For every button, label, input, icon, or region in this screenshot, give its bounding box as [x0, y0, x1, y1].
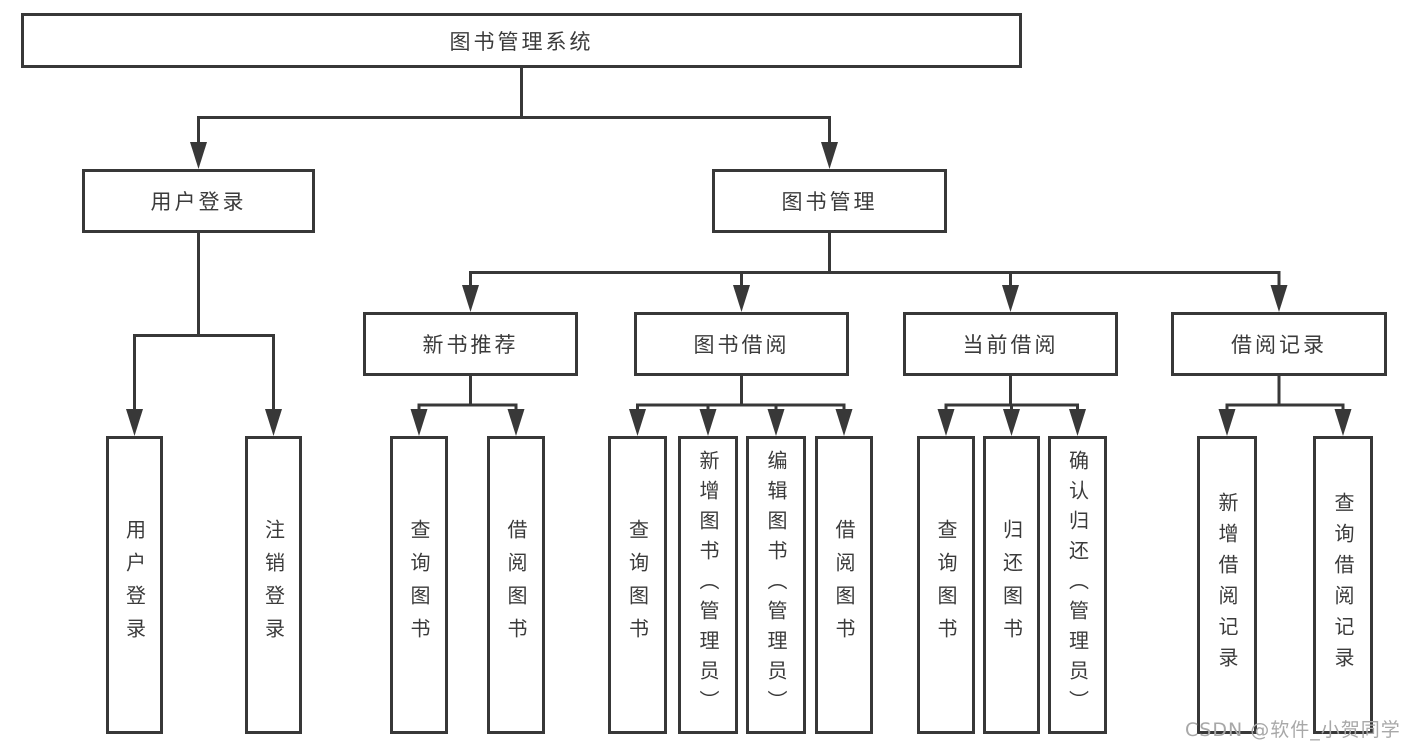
node-label: 用户登录 — [150, 190, 247, 214]
leaf-label: 查询图书 — [934, 519, 958, 651]
leaf-user-login: 用户登录 — [106, 436, 163, 734]
leaf-query-borrow-record: 查询借阅记录 — [1313, 436, 1373, 734]
node-book-borrowing: 图书借阅 — [634, 312, 849, 376]
connector-user-login-to-leaves — [126, 233, 282, 436]
connector-book-borrow-to-leaves — [629, 376, 853, 436]
connector-root-to-level2 — [190, 68, 838, 169]
leaf-label: 借阅图书 — [832, 519, 856, 651]
leaf-label: 借阅图书 — [504, 519, 528, 651]
node-library-management-system: 图书管理系统 — [21, 13, 1022, 68]
leaf-return-books: 归还图书 — [983, 436, 1040, 734]
leaf-label: 查询借阅记录 — [1331, 492, 1355, 678]
leaf-label: 归还图书 — [999, 519, 1024, 651]
leaf-label: 查询图书 — [407, 519, 431, 651]
leaf-query-books-3: 查询图书 — [917, 436, 975, 734]
leaf-label: 用户登录 — [122, 519, 147, 651]
leaf-label: 确认归还（管理员） — [1065, 450, 1090, 720]
connector-current-borrow-to-leaves — [937, 376, 1086, 436]
node-label: 图书借阅 — [693, 333, 790, 357]
leaf-edit-book-admin: 编辑图书（管理员） — [746, 436, 806, 734]
leaf-logout: 注销登录 — [245, 436, 302, 734]
leaf-borrow-books-1: 借阅图书 — [487, 436, 545, 734]
leaf-label: 查询图书 — [625, 519, 650, 651]
leaf-label: 编辑图书（管理员） — [764, 450, 788, 720]
leaf-label: 注销登录 — [261, 519, 286, 651]
node-label: 当前借阅 — [962, 333, 1059, 357]
node-label: 图书管理 — [781, 190, 878, 214]
leaf-borrow-books-2: 借阅图书 — [815, 436, 873, 734]
node-current-borrowing: 当前借阅 — [903, 312, 1118, 376]
leaf-add-book-admin: 新增图书（管理员） — [678, 436, 738, 734]
leaf-query-books-1: 查询图书 — [390, 436, 448, 734]
node-user-login: 用户登录 — [82, 169, 315, 233]
leaf-label: 新增图书（管理员） — [696, 450, 720, 720]
connector-new-book-to-leaves — [410, 376, 525, 436]
leaf-query-books-2: 查询图书 — [608, 436, 667, 734]
node-label: 新书推荐 — [422, 333, 519, 357]
leaf-confirm-return-admin: 确认归还（管理员） — [1048, 436, 1107, 734]
node-borrowing-records: 借阅记录 — [1171, 312, 1387, 376]
csdn-watermark: CSDN @软件_小贺同学 — [1185, 719, 1401, 741]
connector-borrow-records-to-leaves — [1218, 376, 1352, 436]
node-label: 借阅记录 — [1231, 333, 1327, 357]
node-new-book-recommend: 新书推荐 — [363, 312, 578, 376]
connector-book-management-to-level3 — [462, 233, 1288, 312]
node-label: 图书管理系统 — [449, 29, 594, 54]
leaf-add-borrow-record: 新增借阅记录 — [1197, 436, 1257, 734]
leaf-label: 新增借阅记录 — [1215, 492, 1239, 678]
node-book-management: 图书管理 — [712, 169, 947, 233]
